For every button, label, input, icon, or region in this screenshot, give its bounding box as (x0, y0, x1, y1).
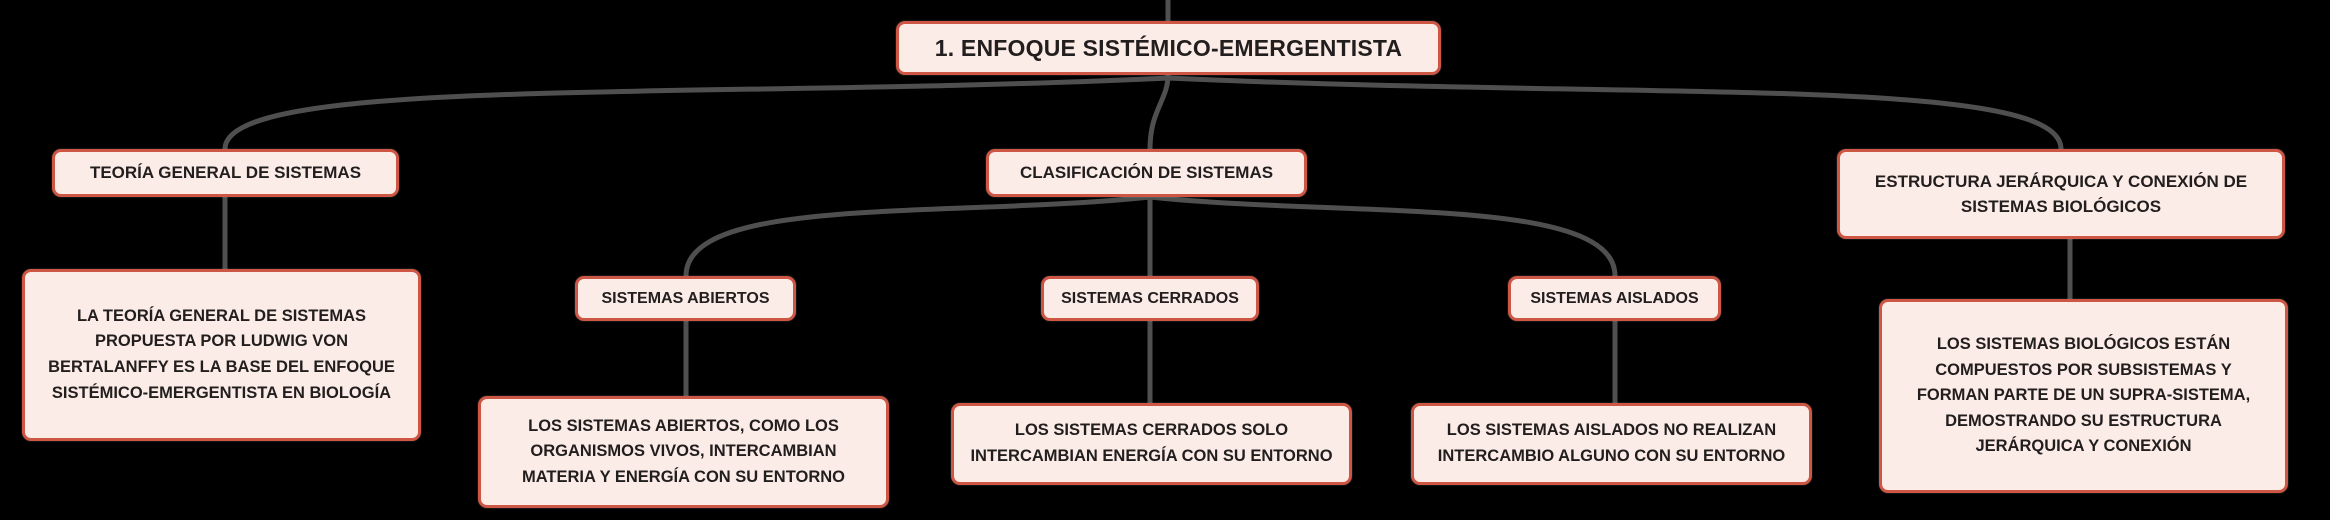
node-clasificacion-de-sistemas[interactable]: CLASIFICACIÓN DE SISTEMAS (986, 149, 1307, 197)
node-root-label: 1. ENFOQUE SISTÉMICO-EMERGENTISTA (934, 34, 1403, 61)
node-teoria-general-de-sistemas[interactable]: TEORÍA GENERAL DE SISTEMAS (52, 149, 399, 197)
edge-root-clasificacion (1147, 72, 1171, 152)
node-teoria-description[interactable]: LA TEORÍA GENERAL DE SISTEMAS PROPUESTA … (22, 269, 421, 441)
edge-clasificacion-abiertos (683, 194, 1153, 279)
node-cerrados-description[interactable]: LOS SISTEMAS CERRADOS SOLO INTERCAMBIAN … (951, 403, 1352, 485)
node-clasificacion-label: CLASIFICACIÓN DE SISTEMAS (1019, 163, 1274, 183)
node-estructura-label: ESTRUCTURA JERÁRQUICA Y CONEXIÓN DE SIST… (1874, 171, 2248, 217)
node-estructura-jerarquica[interactable]: ESTRUCTURA JERÁRQUICA Y CONEXIÓN DE SIST… (1837, 149, 2285, 239)
node-sistemas-cerrados[interactable]: SISTEMAS CERRADOS (1041, 276, 1259, 321)
node-aislados-description-label: LOS SISTEMAS AISLADOS NO REALIZAN INTERC… (1437, 421, 1786, 465)
node-sistemas-abiertos[interactable]: SISTEMAS ABIERTOS (575, 276, 796, 321)
node-abiertos-description-label: LOS SISTEMAS ABIERTOS, COMO LOS ORGANISM… (521, 416, 845, 486)
edge-root-teoria (222, 75, 1171, 152)
node-aislados-description[interactable]: LOS SISTEMAS AISLADOS NO REALIZAN INTERC… (1411, 403, 1812, 485)
node-biologicos-description[interactable]: LOS SISTEMAS BIOLÓGICOS ESTÁN COMPUESTOS… (1879, 299, 2288, 493)
node-teoria-description-label: LA TEORÍA GENERAL DE SISTEMAS PROPUESTA … (48, 306, 395, 402)
node-sistemas-aislados[interactable]: SISTEMAS AISLADOS (1508, 276, 1721, 321)
node-abiertos-description[interactable]: LOS SISTEMAS ABIERTOS, COMO LOS ORGANISM… (478, 396, 889, 508)
node-abiertos-label: SISTEMAS ABIERTOS (601, 289, 770, 307)
node-aislados-label: SISTEMAS AISLADOS (1530, 289, 1699, 307)
node-root[interactable]: 1. ENFOQUE SISTÉMICO-EMERGENTISTA (896, 21, 1441, 75)
node-cerrados-description-label: LOS SISTEMAS CERRADOS SOLO INTERCAMBIAN … (970, 421, 1333, 465)
edge-clasificacion-aislados (1147, 194, 1618, 279)
node-cerrados-label: SISTEMAS CERRADOS (1061, 289, 1239, 307)
edge-root-estructura (1165, 75, 2064, 152)
node-biologicos-description-label: LOS SISTEMAS BIOLÓGICOS ESTÁN COMPUESTOS… (1916, 335, 2251, 456)
node-teoria-label: TEORÍA GENERAL DE SISTEMAS (89, 163, 362, 183)
